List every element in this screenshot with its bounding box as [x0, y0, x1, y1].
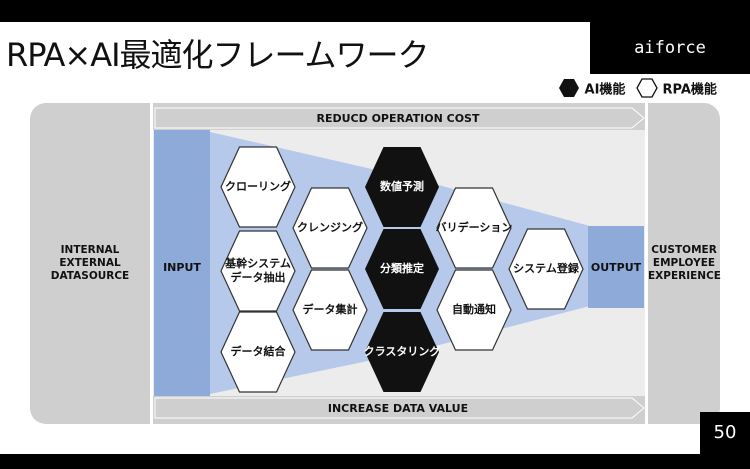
page-number: 50: [700, 412, 750, 454]
datasource-line-3: DATASOURCE: [50, 270, 130, 282]
legend-ai: AI機能: [558, 78, 625, 98]
hexagon-shape: [220, 311, 296, 393]
top-bar: [0, 0, 750, 22]
experience-line-3: EXPERIENCE: [648, 270, 721, 282]
input-box: [154, 130, 210, 396]
hexagon-label: 分類推定: [380, 261, 424, 275]
hexagon-label: バリデーション: [436, 220, 513, 234]
hexagon-rpa: 自動通知: [436, 269, 512, 351]
datasource-line-2: EXTERNAL: [59, 257, 121, 269]
hexagon-shape: [365, 229, 439, 309]
hexagon-label: データ集計: [303, 302, 358, 316]
datasource-box-label: INTERNAL EXTERNAL DATASOURCE: [30, 244, 150, 283]
hexagon-rpa: クローリング: [220, 146, 296, 228]
top-arrow: [154, 107, 645, 129]
hexagon-rpa: データ集計: [292, 269, 368, 351]
output-box: [588, 226, 644, 308]
experience-box-label: CUSTOMER EMPLOYEE EXPERIENCE: [648, 244, 721, 283]
hexagon-label: データ結合: [231, 344, 287, 358]
hexagon-label: データ抽出: [231, 270, 286, 284]
hexagon-shape: [365, 312, 439, 392]
ai-hexagon-icon: [559, 79, 579, 97]
hexagon-ai: 分類推定: [365, 229, 439, 309]
hexagon-shape: [292, 187, 368, 269]
hexagon-shape: [220, 146, 296, 228]
bottom-bar: [0, 454, 750, 469]
output-label: OUTPUT: [591, 261, 642, 274]
legend-ai-label: AI機能: [584, 82, 626, 98]
hexagon-shape: [508, 228, 584, 310]
hexagon-label: 数値予測: [380, 179, 424, 193]
hexagon-label: 自動通知: [452, 302, 496, 316]
hexagon-label: クレンジング: [297, 220, 363, 234]
hexagon-rpa: システム登録: [508, 228, 584, 310]
hexagon-rpa: バリデーション: [436, 187, 513, 269]
hexagon-label: 基幹システム: [224, 256, 291, 270]
experience-line-2: EMPLOYEE: [652, 257, 716, 269]
hexagon-label: クローリング: [225, 179, 291, 193]
right-divider: [645, 103, 648, 424]
legend-rpa-label: RPA機能: [662, 82, 717, 98]
hexagon-rpa: データ結合: [220, 311, 296, 393]
hexagon-ai: クラスタリング: [364, 312, 441, 392]
hexagon-layer: クローリング基幹システムデータ抽出データ結合クレンジングデータ集計数値予測分類推…: [220, 146, 584, 393]
hexagon-shape: [365, 147, 439, 227]
hexagon-rpa: クレンジング: [292, 187, 368, 269]
hexagon-shape: [292, 269, 368, 351]
page-title: RPA×AI最適化フレームワーク: [6, 36, 430, 74]
hexagon-label: クラスタリング: [364, 344, 441, 358]
input-label: INPUT: [163, 261, 201, 274]
hexagon-shape: [220, 230, 296, 312]
hexagon-shape: [436, 187, 512, 269]
rpa-hexagon-icon: [636, 78, 658, 98]
bottom-arrow: [154, 397, 645, 419]
datasource-line-1: INTERNAL: [60, 244, 120, 256]
hexagon-ai: 数値予測: [365, 147, 439, 227]
hexagon-label: システム登録: [513, 261, 580, 275]
legend-rpa: RPA機能: [636, 78, 717, 98]
top-arrow-label: REDUCD OPERATION COST: [317, 112, 480, 125]
left-divider: [150, 103, 153, 424]
bottom-arrow-label: INCREASE DATA VALUE: [328, 402, 468, 415]
hexagon-shape: [436, 269, 512, 351]
experience-line-1: CUSTOMER: [651, 244, 717, 256]
